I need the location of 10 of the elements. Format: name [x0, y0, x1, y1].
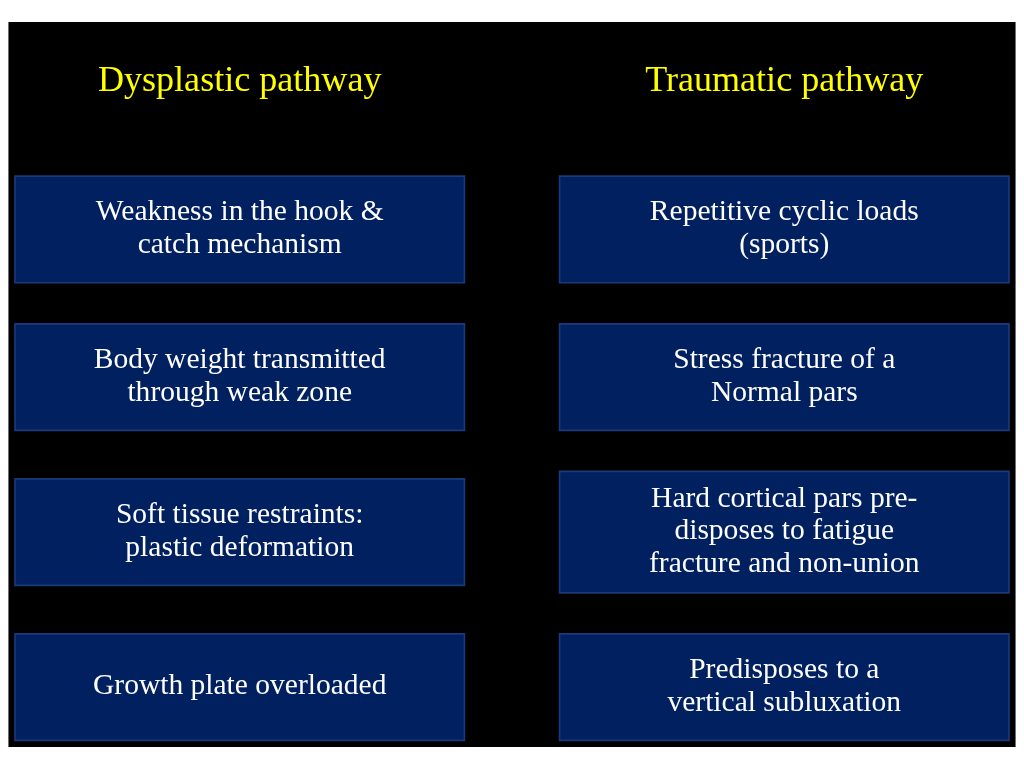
node-box: Predisposes to a vertical subluxation	[558, 632, 1010, 741]
node-box: Growth plate overloaded	[14, 632, 466, 741]
node-box: Weakness in the hook & catch mechanism	[14, 174, 466, 284]
node-box: Soft tissue restraints: plastic deformation	[14, 477, 466, 586]
node-box: Stress fracture of a Normal pars	[558, 322, 1010, 431]
node-box: Repetitive cyclic loads (sports)	[558, 174, 1010, 284]
label: Traumatic pathway	[645, 58, 924, 99]
label: Dysplastic pathway	[97, 58, 382, 99]
node-box: Body weight transmitted through weak zone	[14, 322, 466, 431]
node-box: Hard cortical pars pre-disposes to fatigue fracture and non-union	[558, 470, 1010, 594]
